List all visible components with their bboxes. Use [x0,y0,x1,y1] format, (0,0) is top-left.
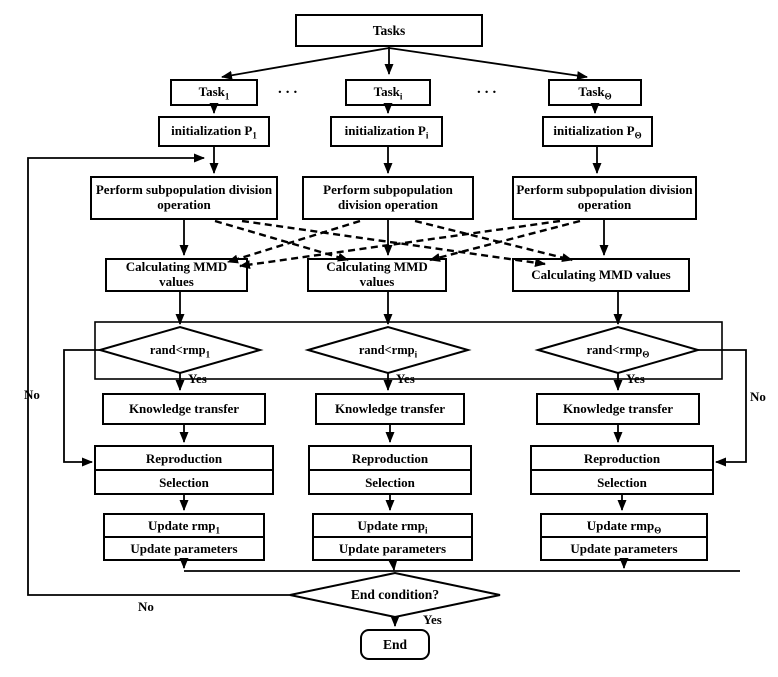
perform-division-label-i: Perform subpopulation division operation [323,182,453,212]
init-box-1: initialization P1 [158,116,270,147]
selection-row-1: Selection [96,469,272,493]
decision-band-rectangle [94,321,723,380]
condition-diamond-theta [534,325,702,375]
mmd-box-theta: Calculating MMD values [512,258,690,292]
selection-row-i: Selection [310,469,470,493]
condition-diamond-i [304,325,472,375]
reproduction-row-theta: Reproduction [583,450,661,466]
mmd-label-theta: Calculating MMD values [531,266,671,282]
mmd-box-i: Calculating MMD values [307,258,447,292]
ellipsis-left: ... [278,81,302,97]
init-label-i: initialization Pi [344,123,429,141]
perform-division-box-i: Perform subpopulation division operation [302,176,474,220]
mmd-label-1: Calculating MMD values [125,259,228,289]
selection-row-theta: Selection [532,469,712,493]
decision-diamonds [96,325,702,619]
update-parameters-row-i: Update parameters [314,536,471,559]
update-rmp-row-1: Update rmp1 [147,518,221,536]
condition-diamond-1 [96,325,264,375]
task-label-theta: TaskΘ [578,84,612,102]
reproduction-selection-box-i: Reproduction Selection [308,445,472,495]
reproduction-selection-box-1: Reproduction Selection [94,445,274,495]
knowledge-transfer-label-theta: Knowledge transfer [562,400,674,416]
dashed-knowledge-exchange-arrows [214,219,581,270]
reproduction-selection-box-theta: Reproduction Selection [530,445,714,495]
reproduction-row-1: Reproduction [145,450,223,466]
knowledge-transfer-box-1: Knowledge transfer [102,393,266,425]
condition-label-theta: rand<rmpΘ [586,342,650,359]
yes-label-1: Yes [188,371,207,386]
condition-label-1: rand<rmp1 [149,342,211,359]
no-label-left: No [24,387,40,402]
yes-label-end: Yes [423,612,442,627]
knowledge-transfer-label-1: Knowledge transfer [128,400,240,416]
update-box-theta: Update rmpΘ Update parameters [540,513,708,561]
perform-division-label-1: Perform subpopulation division operation [95,182,273,212]
tasks-root-label: Tasks [372,22,406,38]
task-box-theta: TaskΘ [548,79,642,106]
no-label-end: No [138,599,154,614]
perform-division-box-theta: Perform subpopulation division operation [512,176,697,220]
update-parameters-row-theta: Update parameters [542,536,706,559]
knowledge-transfer-box-theta: Knowledge transfer [536,393,700,425]
mmd-box-1: Calculating MMD values [105,258,248,292]
init-box-i: initialization Pi [330,116,443,147]
no-label-right: No [750,389,766,404]
update-rmp-row-i: Update rmpi [357,518,428,536]
condition-label-i: rand<rmpi [358,342,418,359]
update-box-1: Update rmp1 Update parameters [103,513,265,561]
init-box-theta: initialization PΘ [542,116,653,147]
perform-division-box-1: Perform subpopulation division operation [90,176,278,220]
end-condition-label: End condition? [350,587,440,602]
mmd-label-i: Calculating MMD values [326,259,428,289]
task-label-i: Taski [373,84,403,102]
init-label-1: initialization P1 [171,123,257,141]
end-condition-diamond [289,571,501,619]
knowledge-transfer-box-i: Knowledge transfer [315,393,465,425]
perform-division-label-theta: Perform subpopulation division operation [516,182,693,212]
task-label-1: Task1 [198,84,230,102]
update-parameters-row-1: Update parameters [105,536,263,559]
reproduction-row-i: Reproduction [351,450,429,466]
solid-flow-arrows [175,47,740,627]
end-label: End [382,636,408,652]
tasks-root-box: Tasks [295,14,483,47]
update-rmp-row-theta: Update rmpΘ [586,518,662,536]
end-box: End [360,629,430,660]
ellipsis-right: ... [477,81,501,97]
knowledge-transfer-label-i: Knowledge transfer [334,400,446,416]
yes-label-theta: Yes [626,371,645,386]
yes-label-i: Yes [396,371,415,386]
init-label-theta: initialization PΘ [553,123,642,141]
